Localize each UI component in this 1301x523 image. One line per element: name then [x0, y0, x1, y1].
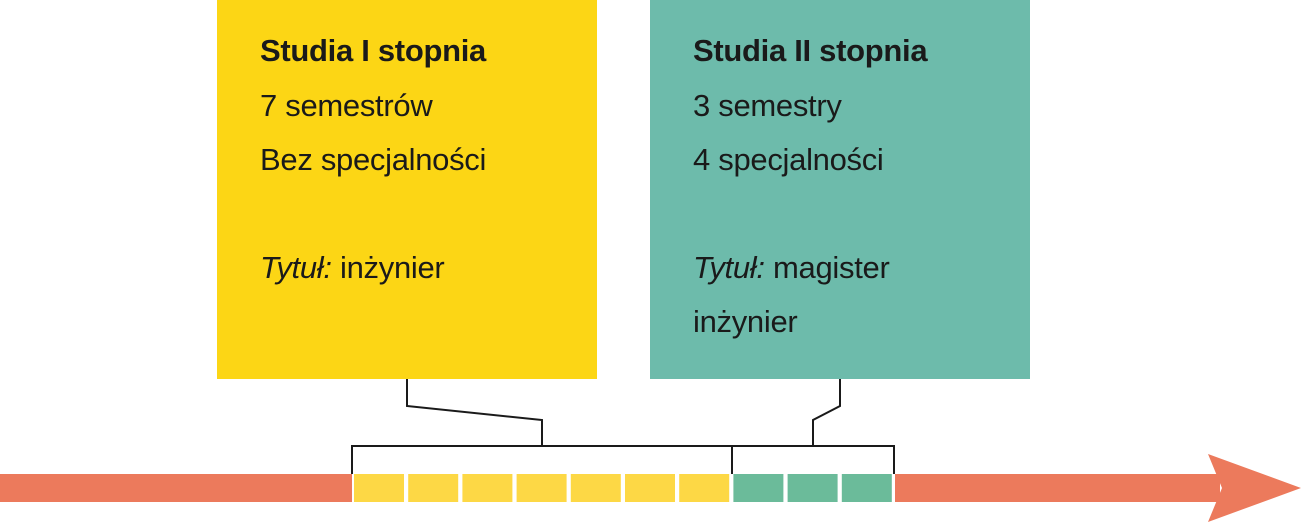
semester-block-second-cycle: [787, 474, 838, 502]
first-cycle-card: Studia I stopnia 7 semestrów Bez specjal…: [217, 0, 597, 379]
timeline-arrow-shaft-left: [0, 474, 352, 502]
timeline-arrow-shaft-right: [895, 474, 1220, 502]
second-cycle-degree: Tytuł: magister: [693, 250, 890, 286]
first-cycle-title: Studia I stopnia: [260, 33, 486, 68]
first-cycle-semesters: 7 semestrów: [260, 88, 433, 123]
semester-block-first-cycle: [516, 474, 567, 502]
first-cycle-connector: [406, 379, 543, 446]
second-cycle-semesters: 3 semestry: [693, 88, 842, 123]
semester-blocks: [354, 474, 892, 502]
first-cycle-degree: Tytuł: inżynier: [260, 250, 445, 286]
first-cycle-bracket: [351, 445, 733, 474]
second-cycle-title: Studia II stopnia: [693, 33, 928, 68]
semester-block-second-cycle: [733, 474, 784, 502]
second-cycle-degree-label: Tytuł:: [693, 250, 765, 285]
semester-block-second-cycle: [841, 474, 892, 502]
second-cycle-bracket: [732, 445, 895, 474]
first-cycle-specialties: Bez specjalności: [260, 142, 487, 177]
first-cycle-degree-value: inżynier: [331, 250, 445, 285]
semester-block-first-cycle: [570, 474, 621, 502]
second-cycle-connector: [812, 379, 841, 446]
first-cycle-degree-label: Tytuł:: [260, 250, 332, 285]
semester-block-first-cycle: [354, 474, 404, 502]
semester-block-first-cycle: [625, 474, 675, 502]
second-cycle-card: Studia II stopnia 3 semestry 4 specjalno…: [650, 0, 1030, 379]
second-cycle-degree-line2: inżynier: [693, 304, 798, 339]
bracket-connectors: [351, 379, 895, 474]
second-cycle-specialties: 4 specjalności: [693, 142, 884, 177]
right-arrow-icon: [1208, 454, 1301, 522]
second-cycle-degree-value: magister: [764, 250, 890, 285]
timeline-arrow: [0, 454, 1301, 522]
semester-block-first-cycle: [408, 474, 459, 502]
semester-block-first-cycle: [679, 474, 730, 502]
semester-block-first-cycle: [462, 474, 513, 502]
